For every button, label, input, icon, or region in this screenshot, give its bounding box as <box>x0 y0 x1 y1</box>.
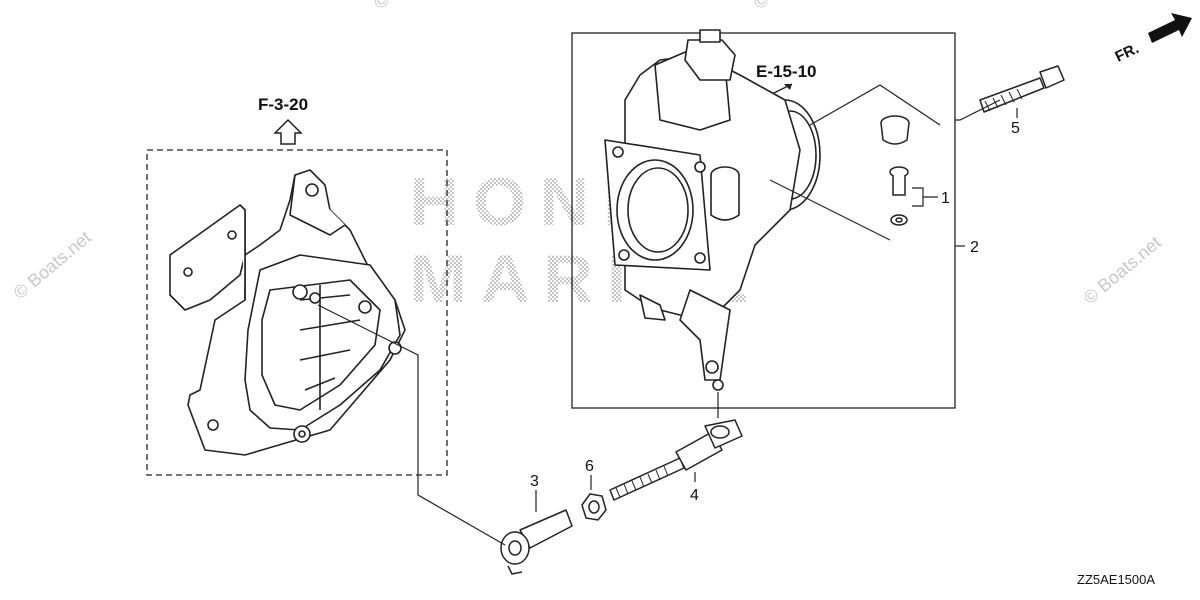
nut-part-6 <box>581 493 607 521</box>
cap-plug <box>880 115 910 145</box>
watermark-top: © Boats.net <box>370 0 455 13</box>
screw-leader-line <box>769 179 891 241</box>
watermark-left: © Boats.net <box>10 227 95 303</box>
diagram-code: ZZ5AE1500A <box>1077 572 1155 587</box>
front-label: FR. <box>1113 40 1142 66</box>
front-arrow-icon <box>1148 13 1192 43</box>
intake-arrow-icon <box>784 84 792 90</box>
reference-engine-mount: F-3-20 <box>258 95 308 114</box>
bolt-part-5 <box>979 65 1065 113</box>
watermark-top2: © Boats.net <box>750 0 835 13</box>
engine-mount-dashed-box <box>146 149 448 476</box>
joint-leader-line <box>317 304 506 546</box>
mount-bracket-drawing <box>169 169 406 456</box>
callout-3: 3 <box>530 473 539 490</box>
reference-intake: E-15-10 <box>756 62 816 81</box>
screw-part-1 <box>889 166 909 226</box>
rod-part-4 <box>609 419 743 501</box>
callout-2: 2 <box>970 239 979 256</box>
front-marker: FR. <box>1113 13 1192 66</box>
throttle-body-box <box>571 32 956 409</box>
throttle-body-drawing <box>604 29 821 391</box>
callout-1-bracket <box>912 187 938 207</box>
up-arrow-icon <box>273 118 303 145</box>
callout-5: 5 <box>1011 120 1020 137</box>
callout-1: 1 <box>941 190 950 207</box>
callout-4: 4 <box>690 487 699 504</box>
bolt-leader-line <box>809 84 1001 126</box>
joint-part-3 <box>500 509 573 575</box>
callout-6: 6 <box>585 458 594 475</box>
watermark-right: © Boats.net <box>1080 232 1165 308</box>
